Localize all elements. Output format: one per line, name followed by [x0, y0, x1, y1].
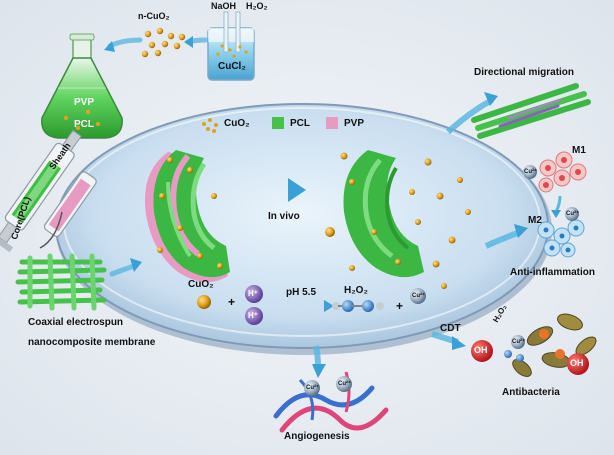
reaction-cuo2-label: CuO₂	[188, 279, 214, 290]
legend-pcl-label: PCL	[290, 118, 310, 129]
oh-label-2: OH	[570, 358, 584, 368]
macrophage-icon	[537, 207, 585, 258]
m1-cu-ion-label: Cu²⁺	[524, 169, 538, 175]
membrane-label-line1: Coaxial electrospun	[28, 317, 124, 328]
cucl2-label: CuCl₂	[218, 61, 246, 72]
syringe-icon	[0, 129, 97, 253]
flask-pvp-label: PVP	[74, 97, 95, 108]
n-cuo2-label: n-CuO₂	[138, 11, 170, 21]
legend-pvp-label: PVP	[344, 118, 365, 129]
angio-cu-ion-label-1: Cu²⁺	[306, 385, 320, 391]
hydroxyl-radical	[567, 353, 589, 375]
in-vivo-label: In vivo	[268, 211, 300, 222]
bacteria-cu-ion-label: Cu²⁺	[512, 339, 526, 345]
cu-ion-label: Cu²⁺	[412, 293, 426, 299]
m1-label: M1	[572, 145, 586, 156]
petri-dish	[55, 103, 552, 355]
legend-cuo2-label: CuO₂	[224, 118, 250, 129]
legend-pcl-swatch	[272, 117, 284, 129]
membrane-right	[343, 150, 424, 278]
h2o2-product-label: H₂O₂	[344, 285, 368, 296]
flask-pcl-label: PCL	[74, 119, 94, 130]
directional-migration-label: Directional migration	[474, 67, 575, 78]
angio-cu-ion-label-2: Cu²⁺	[338, 381, 352, 387]
h-plus-label-2: H⁺	[248, 311, 258, 320]
flask-icon	[41, 33, 123, 139]
naoh-label: NaOH	[211, 1, 237, 11]
h-plus-ion	[245, 285, 263, 303]
bacteria-icon	[504, 313, 597, 377]
reaction-plus-2: +	[396, 299, 404, 313]
legend-cuo2-swatch	[202, 118, 218, 133]
membrane-left	[144, 150, 230, 283]
fiber-bundle-icon	[471, 83, 591, 139]
oh-label-1: OH	[474, 345, 488, 355]
h2o2-molecule	[332, 300, 384, 312]
released-nanoparticles	[325, 152, 471, 289]
h-plus-ion	[245, 307, 263, 325]
angiogenesis-label: Angiogenesis	[284, 431, 350, 442]
legend-pvp-swatch	[326, 117, 338, 129]
cuo2-particle	[197, 295, 211, 309]
cdt-label: CDT	[440, 323, 461, 334]
membrane-label-line2: nanocomposite membrane	[28, 337, 156, 348]
copper-ion-icon	[410, 288, 426, 304]
macrophage-icon	[523, 151, 587, 193]
reaction-plus-1: +	[228, 295, 236, 309]
fiber-bundle-icon	[15, 253, 107, 311]
hydroxyl-radical	[471, 340, 493, 362]
anti-inflammation-label: Anti-inflammation	[510, 267, 595, 278]
h-plus-label-1: H⁺	[248, 289, 258, 298]
blood-vessel-icon	[273, 371, 389, 433]
m2-label: M2	[528, 215, 542, 226]
ph-label: pH 5.5	[286, 287, 317, 298]
h2o2-label: H₂O₂	[246, 1, 268, 11]
m2-cu-ion-label: Cu²⁺	[566, 211, 580, 217]
antibacteria-label: Antibacteria	[502, 387, 560, 398]
beaker-icon	[207, 11, 255, 81]
nanoparticle-icon	[141, 27, 186, 58]
